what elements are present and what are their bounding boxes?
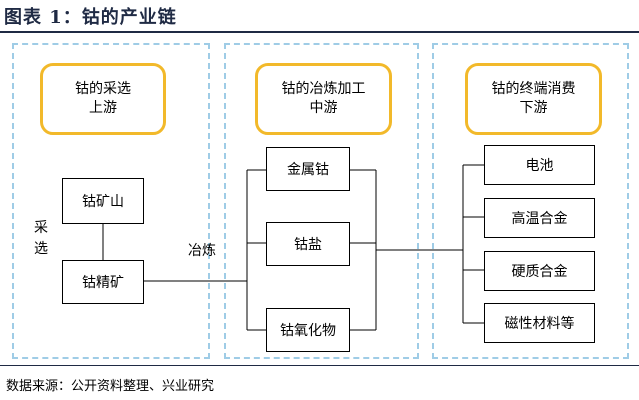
- upstream-stage-subtitle: 上游: [89, 100, 117, 116]
- midstream-panel: [224, 43, 419, 359]
- superalloy-box: 高温合金: [484, 198, 595, 238]
- downstream-panel: [432, 43, 629, 359]
- cobalt-mine-box: 钴矿山: [62, 178, 144, 224]
- source-rule: [0, 365, 639, 366]
- figure-source: 数据来源：公开资料整理、兴业研究: [6, 379, 215, 394]
- downstream-stage-subtitle: 下游: [519, 100, 548, 116]
- hard-alloy-box: 硬质合金: [484, 251, 595, 291]
- cobalt-concentrate-box: 钴精矿: [62, 260, 144, 304]
- cobalt-salt-box: 钴盐: [266, 222, 350, 266]
- midstream-stage-title: 钴的冶炼加工: [281, 81, 366, 97]
- upstream-stage-title: 钴的采选: [75, 81, 131, 97]
- magnetic-materials-box: 磁性材料等: [484, 303, 595, 343]
- title-rule: [0, 31, 639, 33]
- battery-box: 电池: [484, 145, 595, 185]
- midstream-stage-subtitle: 中游: [309, 100, 338, 116]
- downstream-stage-title: 钴的终端消费: [491, 81, 576, 97]
- downstream-stage-label: 钴的终端消费 下游: [465, 63, 602, 135]
- upstream-panel: [12, 43, 210, 359]
- figure-title: 图表 1：钴的产业链: [4, 7, 177, 28]
- mining-process-text: 采选: [34, 220, 48, 257]
- mining-process-label: 采选: [33, 218, 49, 260]
- smelting-process-label: 冶炼: [188, 243, 216, 259]
- midstream-stage-label: 钴的冶炼加工 中游: [255, 63, 392, 135]
- cobalt-oxide-box: 钴氧化物: [266, 308, 350, 352]
- upstream-stage-label: 钴的采选 上游: [40, 63, 166, 135]
- cobalt-metal-box: 金属钴: [266, 147, 350, 191]
